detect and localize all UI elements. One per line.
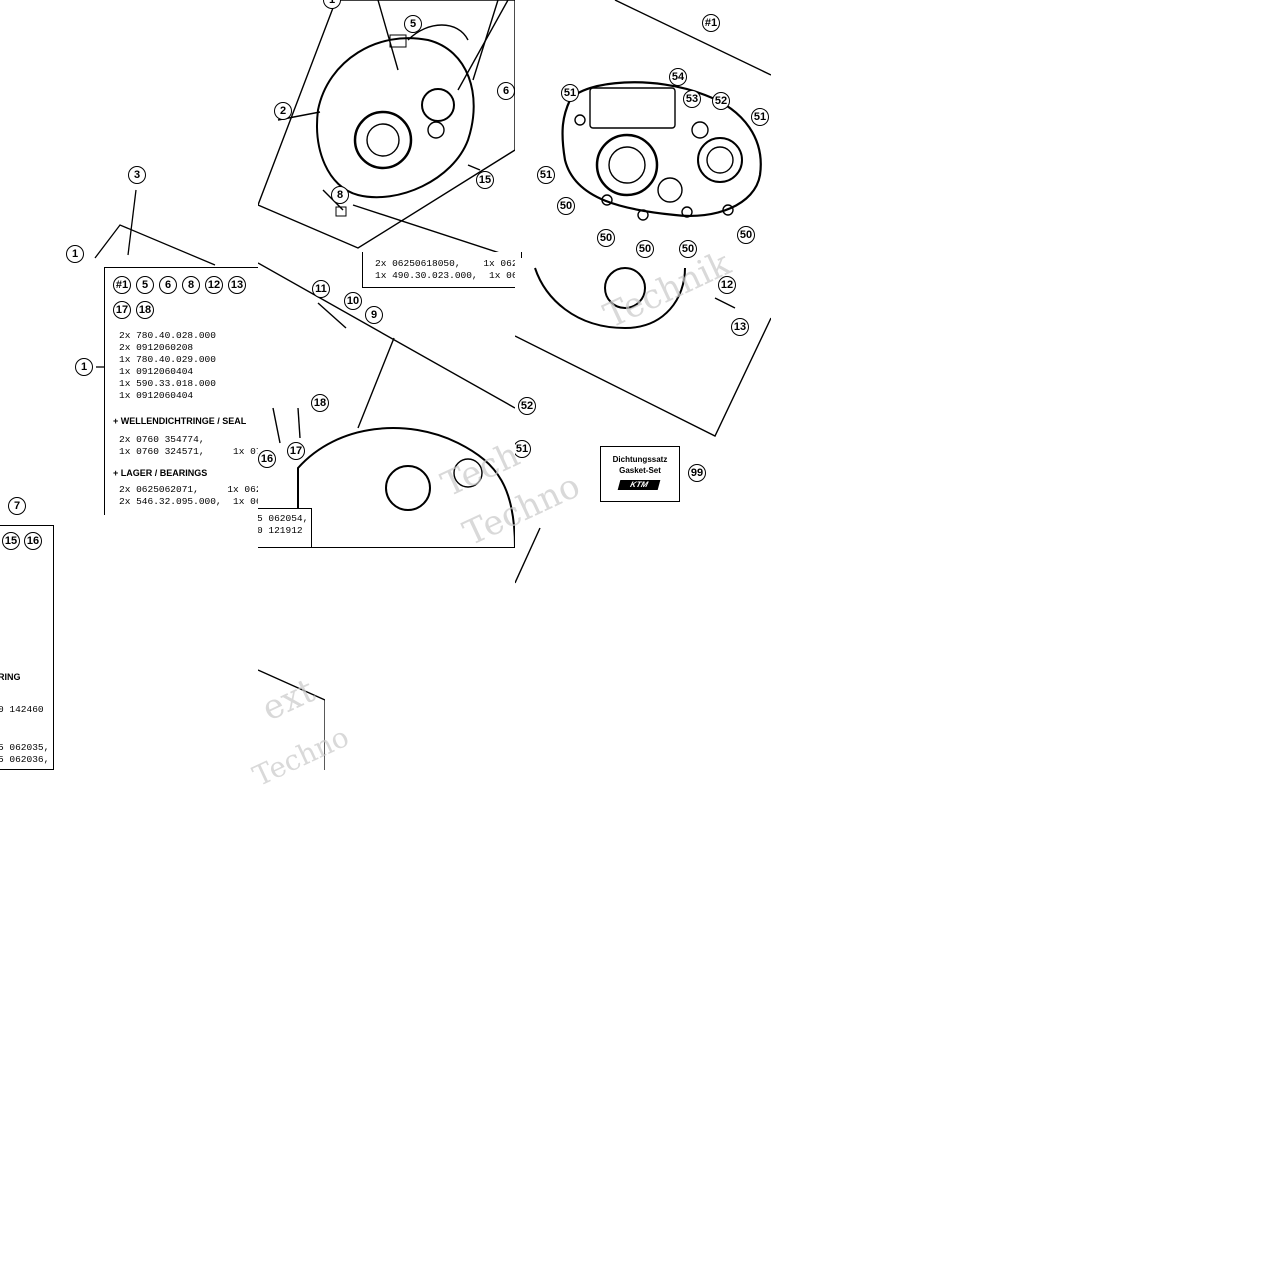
legend-header-row: #1 5 6 8 12 13 xyxy=(113,276,246,294)
callout-16: 16 xyxy=(258,450,276,468)
legend-item-callout: #1 xyxy=(113,276,131,294)
crankcase-lower-drawing xyxy=(258,262,515,548)
legend-seal-lines: 2x 0760 354774, 1x 0760 324571, 1x 076 xyxy=(119,434,258,457)
gasket-set-title-de: Dichtungssatz xyxy=(612,455,668,464)
callout-18: 18 xyxy=(311,394,329,412)
legend-bearing-lines: 2x 0625062071, 1x 0625 2x 546.32.095.000… xyxy=(119,484,258,507)
diagram-tile-top-right-crankcase: #1 54 53 52 51 51 51 50 50 50 50 50 xyxy=(515,0,771,258)
callout-12: 12 xyxy=(718,276,736,294)
lower-parts-box: 5 062054, 0 121912 xyxy=(258,508,312,548)
callout-3: 3 xyxy=(128,166,146,184)
callout-9: 9 xyxy=(365,306,383,324)
diagram-tile-small-fragment xyxy=(258,660,325,770)
callout-15: 15 xyxy=(476,171,494,189)
callout-50: 50 xyxy=(636,240,654,258)
legend-seal-heading: + WELLENDICHTRINGE / SEAL xyxy=(113,416,247,426)
callout-7: 7 xyxy=(8,497,26,515)
callout-1: 1 xyxy=(75,358,93,376)
gasket-set-title-en: Gasket-Set xyxy=(619,466,661,475)
left-fragment-ring: RING xyxy=(0,672,21,682)
callout-54: 54 xyxy=(669,68,687,86)
legend-item-callout: 13 xyxy=(228,276,246,294)
callout-51: 51 xyxy=(751,108,769,126)
callout-51: 51 xyxy=(537,166,555,184)
callout-99: 99 xyxy=(688,464,706,482)
callout-11: 11 xyxy=(312,280,330,298)
callout-5: 5 xyxy=(404,15,422,33)
crankcase-right-lower-drawing xyxy=(515,267,771,584)
callout-13: 13 xyxy=(731,318,749,336)
legend-item-callout: 8 xyxy=(182,276,200,294)
callout-17: 17 xyxy=(287,442,305,460)
left-fragment-line1: 0 142460 xyxy=(0,704,44,715)
diagram-tile-right-mid: 12 13 52 51 99 Dichtungssatz Gasket-Set … xyxy=(515,258,771,588)
mid-parts-box: 2x 06250618050, 1x 0625 1x 490.30.023.00… xyxy=(362,252,529,288)
diagram-tile-legend: 3 1 1 #1 5 6 8 12 13 17 18 2x 780.40.028… xyxy=(0,160,258,515)
legend-second-row: 17 18 xyxy=(113,301,154,319)
left-fragment-box: 15 16 RING 0 142460 5 062035, 5 062036, xyxy=(0,525,54,770)
legend-item-callout: 17 xyxy=(113,301,131,319)
parts-legend-box: #1 5 6 8 12 13 17 18 2x 780.40.028.000 2… xyxy=(104,267,258,515)
legend-item-callout: 12 xyxy=(205,276,223,294)
lower-parts-lines: 5 062054, 0 121912 xyxy=(258,513,309,536)
mid-parts-lines: 2x 06250618050, 1x 0625 1x 490.30.023.00… xyxy=(375,258,529,281)
diagram-tile-left-fragment: 7 15 16 RING 0 142460 5 062035, 5 062036… xyxy=(0,497,56,770)
ktm-logo: KTM xyxy=(617,480,661,490)
callout-52: 52 xyxy=(518,397,536,415)
callout-10: 10 xyxy=(344,292,362,310)
left-fragment-line2: 5 062035, 5 062036, xyxy=(0,742,50,765)
callout-50: 50 xyxy=(557,197,575,215)
callout-2: 2 xyxy=(274,102,292,120)
diagram-tile-middle-crankcase: 11 10 9 18 16 17 5 062054, 0 121912 xyxy=(258,258,515,548)
callout-8: 8 xyxy=(331,186,349,204)
gasket-set-box: Dichtungssatz Gasket-Set KTM xyxy=(600,446,680,502)
legend-item-callout: 15 xyxy=(2,532,20,550)
legend-item-callout: 18 xyxy=(136,301,154,319)
callout-51: 51 xyxy=(515,440,531,458)
callout-53: 53 xyxy=(683,90,701,108)
callout-50: 50 xyxy=(737,226,755,244)
small-fragment-lines xyxy=(258,669,325,770)
legend-item-callout: 6 xyxy=(159,276,177,294)
callout-50: 50 xyxy=(597,229,615,247)
callout-hash-1: #1 xyxy=(702,14,720,32)
callout-6: 6 xyxy=(497,82,515,100)
legend-leader-lines xyxy=(94,189,216,368)
callout-50: 50 xyxy=(679,240,697,258)
callout-52: 52 xyxy=(712,92,730,110)
legend-item-callout: 16 xyxy=(24,532,42,550)
legend-part-numbers: 2x 780.40.028.000 2x 0912060208 1x 780.4… xyxy=(119,330,216,401)
callout-51: 51 xyxy=(561,84,579,102)
diagram-tile-top-crankcase: 1 5 6 2 8 15 xyxy=(258,0,515,258)
left-fragment-row: 15 16 xyxy=(2,532,42,550)
legend-bearing-heading: + LAGER / BEARINGS xyxy=(113,468,208,478)
crankcase-half-drawing xyxy=(258,0,515,258)
crankcase-half-right-drawing xyxy=(561,0,771,221)
legend-item-callout: 5 xyxy=(136,276,154,294)
callout-1: 1 xyxy=(66,245,84,263)
